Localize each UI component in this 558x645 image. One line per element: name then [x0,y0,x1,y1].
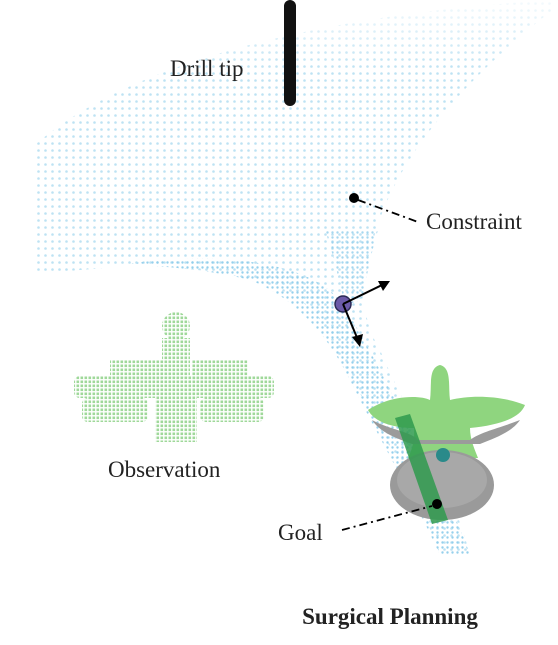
goal-label: Goal [278,520,323,545]
constraint-pointer [349,193,419,223]
goal-pointer [341,499,442,531]
observation-label: Observation [108,457,221,482]
target-marker [436,448,450,462]
constraint-label: Constraint [426,209,522,234]
planned-drill-path [395,414,448,524]
constraint-funnel [0,0,558,555]
observation-point-cloud [74,312,274,442]
drill-tip-label: Drill tip [170,56,243,81]
drill-tip [284,0,296,106]
figure-caption: Surgical Planning [302,604,478,629]
pose-marker [334,281,390,347]
